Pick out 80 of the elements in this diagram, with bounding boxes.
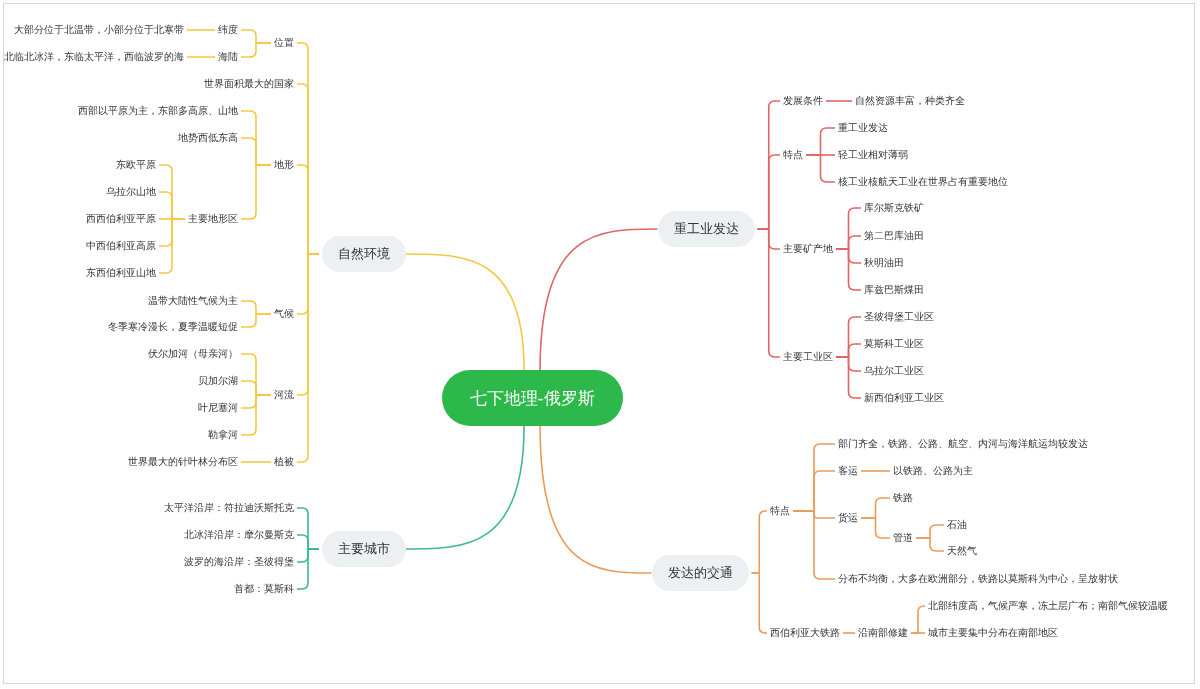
topic-pill: 发达的交通 [651,555,749,591]
topic-text: 城市主要集中分布在南部地区 [928,626,1058,640]
topic-text: 北部纬度高，气候严寒，冻土层广布；南部气候较温暖 [928,599,1168,613]
topic-text: 西伯利亚大铁路 [770,626,840,640]
topic-text: 地势西低东高 [178,131,238,145]
topic-text: 乌拉尔山地 [106,185,156,199]
topic-text: 特点 [770,504,790,518]
topic-text: 发展条件 [783,94,823,108]
topic-pill: 重工业发达 [657,211,755,247]
topic-text: 莫斯科工业区 [864,337,924,351]
topic-text: 轻工业相对薄弱 [838,148,908,162]
topic-text: 西西伯利亚平原 [86,212,156,226]
connector-line [405,253,525,371]
topic-text: 太平洋沿岸：符拉迪沃斯托克 [164,501,294,515]
topic-text: 库兹巴斯煤田 [864,283,924,297]
topic-text: 圣彼得堡工业区 [864,310,934,324]
topic-text: 天然气 [947,544,977,558]
topic-text: 客运 [838,464,858,478]
topic-text: 沿南部修建 [858,626,908,640]
topic-text: 乌拉尔工业区 [864,364,924,378]
topic-text: 气候 [274,307,294,321]
topic-text: 叶尼塞河 [198,401,238,415]
topic-pill: 自然环境 [322,236,406,272]
topic-text: 货运 [838,511,858,525]
topic-text: 重工业发达 [838,121,888,135]
topic-text: 石油 [947,518,967,532]
connector-line [240,461,272,463]
topic-text: 温带大陆性气候为主 [148,294,238,308]
topic-text: 主要地形区 [188,212,238,226]
connector-line [186,29,216,31]
topic-pill: 主要城市 [322,531,406,567]
topic-text: 铁路 [893,491,913,505]
topic-text: 核工业核航天工业在世界占有重要地位 [838,175,1008,189]
connector-line [539,425,653,574]
topic-text: 伏尔加河（母亲河） [148,347,238,361]
topic-text: 东西伯利亚山地 [86,266,156,280]
topic-text: 部门齐全，铁路、公路、航空、内河与海洋航运均较发达 [838,437,1088,451]
central-topic: 七下地理-俄罗斯 [441,370,623,426]
topic-text: 地形 [274,158,294,172]
topic-text: 库尔斯克铁矿 [864,201,924,215]
topic-text: 新西伯利亚工业区 [864,391,944,405]
connector-line [860,470,891,472]
connector-line [825,100,853,102]
topic-text: 大部分位于北温带，小部分位于北寒带 [14,23,184,37]
topic-text: 世界最大的针叶林分布区 [128,455,238,469]
topic-text: 自然资源丰富，种类齐全 [855,94,965,108]
topic-text: 冬季寒冷漫长，夏季温暖短促 [108,320,238,334]
connector-line [915,537,945,552]
connector-line [792,510,836,580]
topic-text: 管道 [893,531,913,545]
topic-text: 波罗的海沿岸：圣彼得堡 [184,555,294,569]
topic-text: 特点 [783,148,803,162]
topic-text: 主要工业区 [783,350,833,364]
topic-text: 西部以平原为主，东部多高原、山地 [78,104,238,118]
topic-text: 植被 [274,455,294,469]
topic-text: 主要矿产地 [783,242,833,256]
topic-text: 第二巴库油田 [864,229,924,243]
topic-text: 东欧平原 [116,158,156,172]
connector-line [240,313,272,328]
topic-text: 位置 [274,36,294,50]
connector-line [405,425,525,550]
topic-text: 北冰洋沿岸：摩尔曼斯克 [184,528,294,542]
topic-text: 北临北冰洋，东临太平洋，西临波罗的海 [4,50,184,64]
topic-text: 贝加尔湖 [198,374,238,388]
topic-text: 中西伯利亚高原 [86,239,156,253]
connector-line [539,228,659,371]
topic-text: 海陆 [218,50,238,64]
topic-text: 分布不均衡，大多在欧洲部分，铁路以莫斯科为中心，呈放射状 [838,572,1118,586]
topic-text: 勒拿河 [208,428,238,442]
topic-text: 河流 [274,388,294,402]
topic-text: 纬度 [218,23,238,37]
topic-text: 世界面积最大的国家 [204,77,294,91]
connector-line [842,632,856,634]
connector-line [186,56,216,58]
topic-text: 首都：莫斯科 [234,582,294,596]
connector-line [910,632,926,634]
connector-line [860,517,891,539]
topic-text: 秋明油田 [864,256,904,270]
connector-line [240,42,272,58]
topic-text: 以铁路、公路为主 [893,464,973,478]
